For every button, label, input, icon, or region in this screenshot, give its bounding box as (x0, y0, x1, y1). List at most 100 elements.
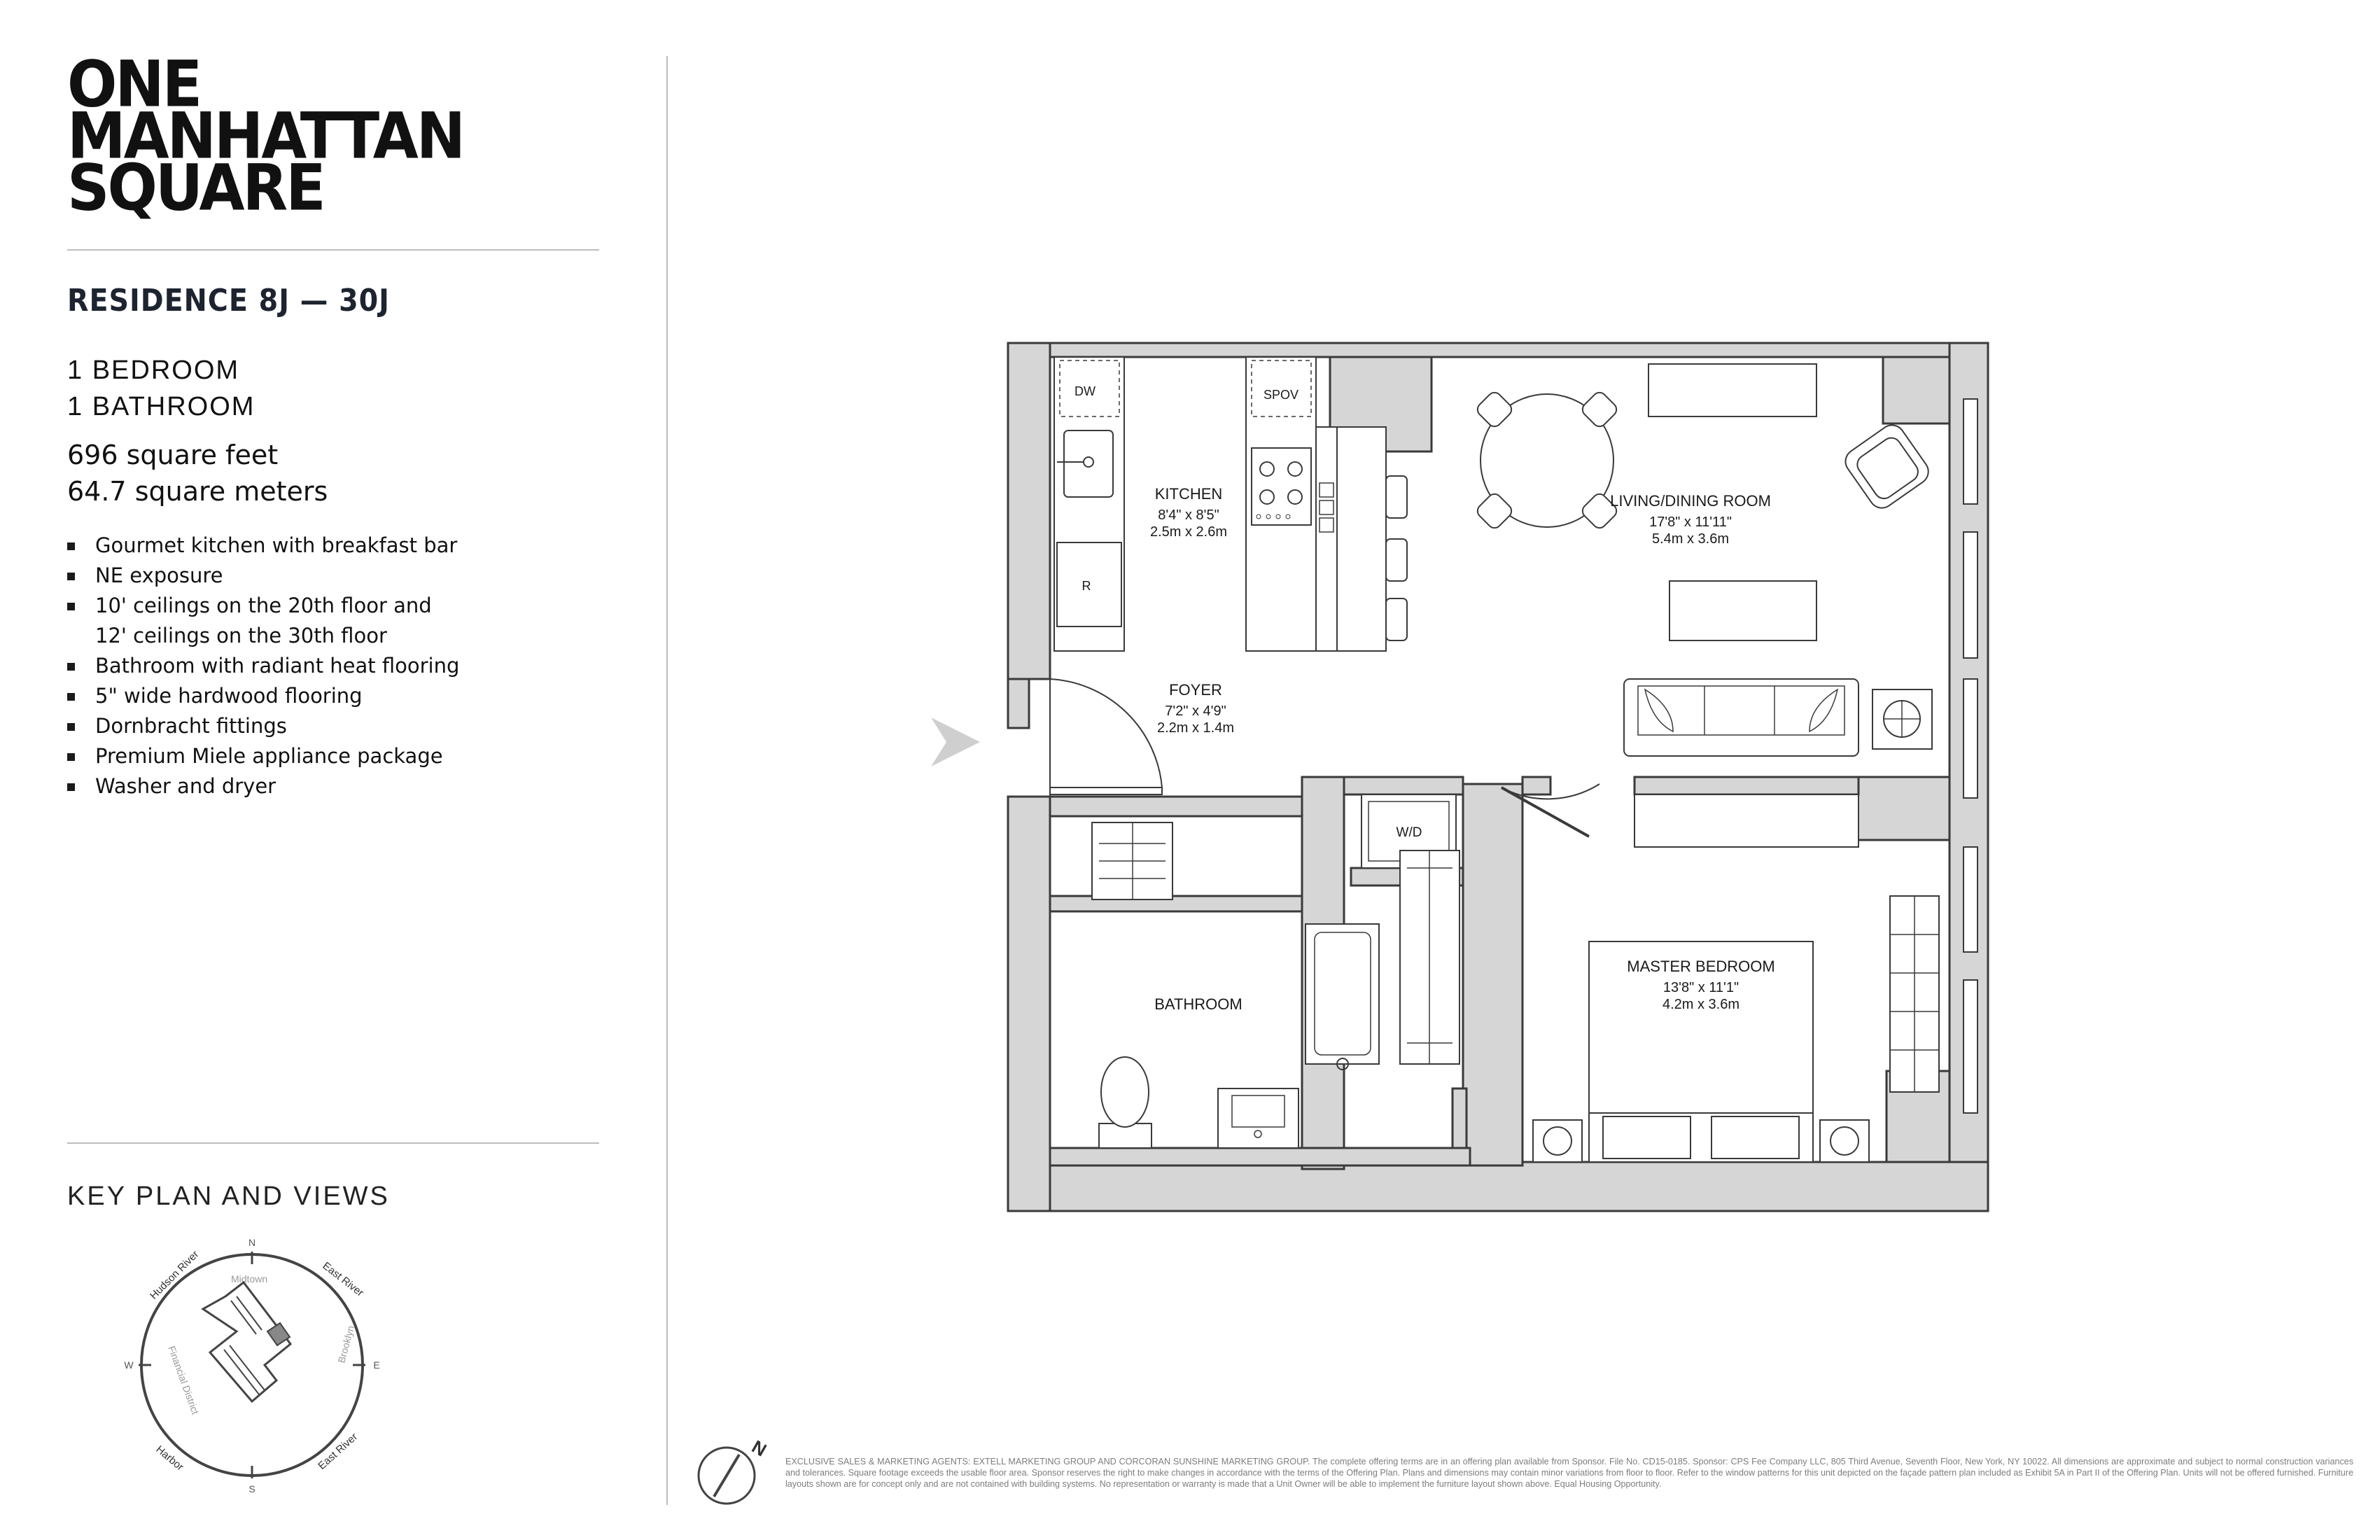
sofa (1623, 678, 1859, 757)
building-footprint (201, 1280, 293, 1404)
view-midtown: Midtown (231, 1273, 267, 1284)
bullet-icon (67, 783, 75, 791)
dining-table (1480, 393, 1614, 528)
view-brooklyn: Brooklyn (335, 1324, 356, 1364)
bathroom-label: BATHROOM (1154, 995, 1242, 1013)
feature-text: 12' ceilings on the 30th floor (95, 624, 387, 648)
feature-text: 10' ceilings on the 20th floor and (95, 594, 432, 617)
feature-item: Washer and dryer (67, 771, 459, 802)
feature-item: 5" wide hardwood flooring (67, 681, 459, 711)
area-square-meters: 64.7 square meters (67, 476, 328, 507)
bedroom-count: 1 BEDROOM (67, 356, 240, 385)
nightstand-left (1532, 1119, 1583, 1163)
foyer-label: FOYER 7'2" x 4'9" 2.2m x 1.4m (1157, 681, 1234, 736)
speed-oven-label: SPOV (1264, 388, 1298, 402)
bedroom-furniture (1532, 794, 1940, 1163)
toilet-icon (1098, 1056, 1152, 1149)
kitchen-counters: DW R SPOV (1054, 356, 1408, 652)
panel-divider (666, 56, 668, 1505)
dishwasher-label: DW (1074, 384, 1096, 398)
bedroom-imperial: 13'8" x 11'1" (1663, 980, 1739, 995)
bar-stool (1385, 475, 1408, 519)
feature-text: NE exposure (95, 564, 223, 587)
area-square-feet: 696 square feet (67, 440, 279, 470)
unit-area: 696 square feet 64.7 square meters (67, 437, 328, 510)
feature-text: 5" wide hardwood flooring (95, 684, 363, 708)
living-imperial: 17'8" x 11'11" (1649, 514, 1732, 530)
compass-n: N (248, 1237, 255, 1248)
bathtub (1305, 923, 1380, 1065)
bullet-icon (67, 542, 75, 550)
feature-item: NE exposure (67, 561, 459, 591)
compass-e: E (373, 1359, 379, 1371)
view-financial-district: Financial District (166, 1345, 201, 1416)
view-harbor: Harbor (153, 1443, 186, 1474)
breakfast-bar (1315, 426, 1338, 652)
feature-text: Premium Miele appliance package (95, 744, 443, 768)
bullet-icon (67, 753, 75, 761)
foyer-metric: 2.2m x 1.4m (1157, 720, 1234, 736)
feature-text: Gourmet kitchen with breakfast bar (95, 533, 458, 557)
top-divider (67, 249, 599, 251)
armchair (1844, 424, 1929, 509)
view-east-river-top: East River (321, 1260, 366, 1299)
feature-text: Dornbracht fittings (95, 714, 287, 738)
bedroom-label: MASTER BEDROOM 13'8" x 11'1" 4.2m x 3.6m (1627, 958, 1774, 1012)
entry-arrow-icon (931, 718, 980, 766)
brand-line-3: SQUARE (67, 150, 326, 225)
key-plan-divider (67, 1142, 599, 1144)
washer-dryer-label: W/D (1396, 825, 1422, 840)
room-count: 1 BEDROOM 1 BATHROOM (67, 352, 255, 425)
window (1963, 531, 1978, 659)
kitchen-label: KITCHEN 8'4" x 8'5" 2.5m x 2.6m (1150, 485, 1227, 540)
entry-door (1049, 678, 1163, 797)
sink-icon (1063, 430, 1114, 498)
residence-title: RESIDENCE 8J — 30J (67, 283, 390, 318)
cooktop-icon (1251, 447, 1312, 526)
dresser (1634, 794, 1859, 848)
bar-stool (1385, 598, 1408, 641)
pillow (1602, 1116, 1691, 1159)
living-name: LIVING/DINING ROOM (1610, 492, 1771, 510)
living-room-furniture (1476, 363, 1933, 757)
bullet-icon (67, 693, 75, 701)
compass-s: S (248, 1483, 255, 1494)
feature-item: Gourmet kitchen with breakfast bar (67, 531, 459, 561)
kitchen-name: KITCHEN (1155, 485, 1223, 503)
feature-text: Washer and dryer (95, 774, 276, 798)
refrigerator-label: R (1082, 579, 1091, 593)
refrigerator (1056, 542, 1122, 627)
bathroom-count: 1 BATHROOM (67, 392, 255, 421)
utility-fixtures: W/D (1091, 794, 1460, 1149)
unit-highlight (266, 1322, 291, 1347)
foyer-imperial: 7'2" x 4'9" (1165, 704, 1226, 719)
bullet-icon (67, 573, 75, 580)
window (1963, 398, 1978, 505)
side-table (1872, 689, 1933, 750)
feature-item: Bathroom with radiant heat flooring (67, 651, 459, 681)
bedroom-name: MASTER BEDROOM (1627, 958, 1774, 975)
feature-list: Gourmet kitchen with breakfast bar NE ex… (67, 531, 459, 802)
north-label: N (748, 1436, 770, 1460)
floor-plan: DW R SPOV (931, 342, 1989, 1212)
key-plan-title: KEY PLAN AND VIEWS (67, 1182, 390, 1211)
dishwasher (1059, 360, 1120, 417)
bullet-icon (67, 603, 75, 610)
brand-logo: ONE MANHATTAN SQUARE (67, 52, 465, 220)
key-plan-compass: N S W E Hudson River East River East Riv… (124, 1237, 379, 1494)
feature-item: 10' ceilings on the 20th floor and (67, 591, 459, 621)
feature-item: Premium Miele appliance package (67, 741, 459, 771)
pillow (1711, 1116, 1800, 1159)
bullet-icon (67, 663, 75, 671)
view-hudson-river: Hudson River (148, 1248, 201, 1301)
kitchen-imperial: 8'4" x 8'5" (1158, 507, 1219, 523)
window (1963, 846, 1978, 953)
bullet-icon (67, 723, 75, 731)
tv-console (1648, 363, 1817, 417)
coffee-table (1669, 580, 1817, 641)
kitchen-metric: 2.5m x 2.6m (1150, 524, 1227, 540)
feature-item: Dornbracht fittings (67, 711, 459, 741)
bedroom-door (1501, 783, 1600, 838)
bedroom-metric: 4.2m x 3.6m (1662, 997, 1740, 1012)
feature-item-continued: 12' ceilings on the 30th floor (67, 621, 459, 651)
